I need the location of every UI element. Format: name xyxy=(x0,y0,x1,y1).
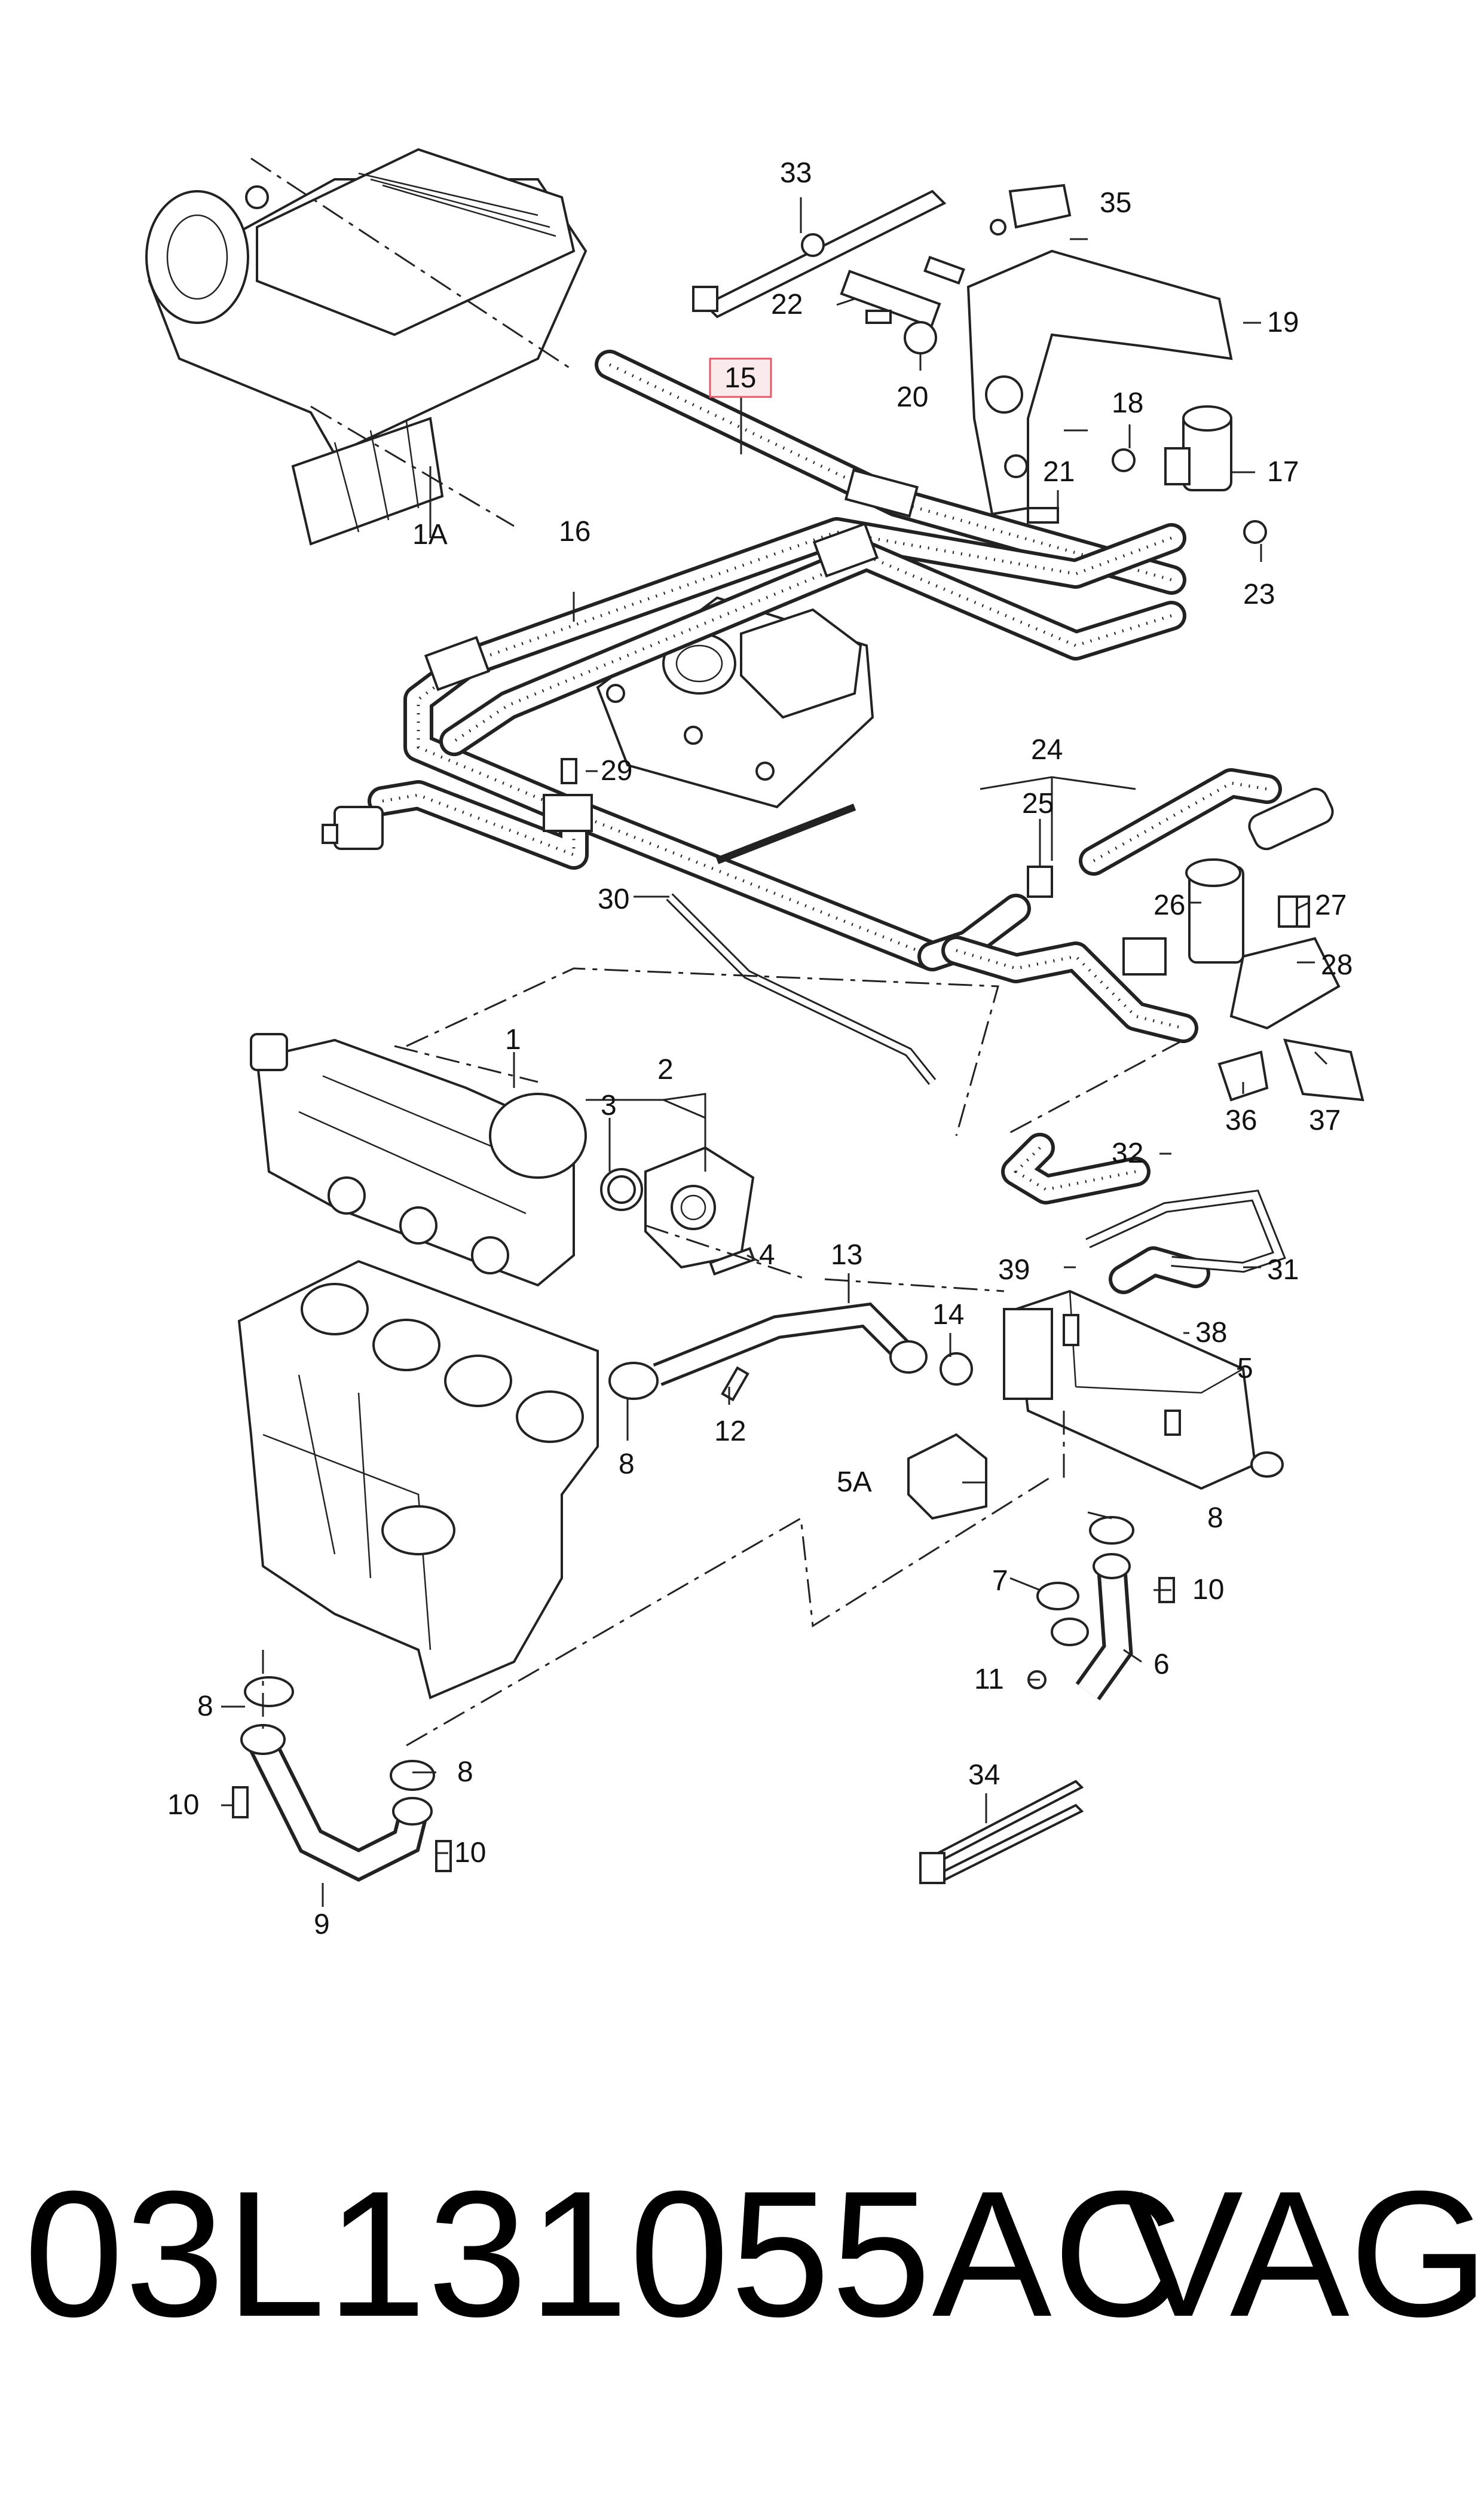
callout-10-cooler: 10 xyxy=(1192,1574,1224,1606)
callout-28: 28 xyxy=(1321,949,1353,981)
callout-20: 20 xyxy=(896,381,928,413)
callout-12: 12 xyxy=(714,1416,746,1447)
callout-21: 21 xyxy=(1043,456,1075,488)
callout-17: 17 xyxy=(1267,456,1299,488)
cylinder-head-cover xyxy=(596,596,874,809)
air-filter-housing xyxy=(145,148,588,546)
callout-18: 18 xyxy=(1112,387,1143,419)
callout-8-cooler: 8 xyxy=(1207,1502,1223,1534)
callout-6: 6 xyxy=(1153,1649,1170,1680)
vacuum-reservoir xyxy=(322,806,384,850)
callout-15: 15 xyxy=(724,362,756,394)
callout-16: 16 xyxy=(559,516,590,548)
callout-13: 13 xyxy=(831,1239,862,1271)
clip-35 xyxy=(990,184,1072,236)
callout-7: 7 xyxy=(992,1565,1008,1597)
callout-22: 22 xyxy=(771,289,803,320)
vacuum-hose-network xyxy=(368,350,1282,1294)
callout-31: 31 xyxy=(1267,1254,1299,1286)
callout-14: 14 xyxy=(932,1299,964,1331)
engine-block xyxy=(237,1259,599,1699)
callout-9: 9 xyxy=(314,1909,330,1940)
callout-11: 11 xyxy=(974,1664,1004,1695)
intake-manifold xyxy=(250,1033,587,1287)
vacuum-pipe-31 xyxy=(1085,1190,1286,1273)
callout-5A: 5A xyxy=(837,1466,872,1498)
callout-1A: 1A xyxy=(412,519,448,551)
callout-26: 26 xyxy=(1153,889,1185,921)
callout-30: 30 xyxy=(598,883,629,915)
callout-35: 35 xyxy=(1100,187,1131,219)
solenoid-valve-17 xyxy=(1027,405,1267,544)
callout-27: 27 xyxy=(1315,889,1347,921)
callout-8-pipe9: 8 xyxy=(457,1756,473,1788)
bracket-5A xyxy=(907,1433,987,1520)
egr-pipe-6 xyxy=(1027,1516,1175,1701)
cable-tie-34 xyxy=(919,1780,1084,1885)
brand-label: VAG xyxy=(1124,2153,1484,2354)
callout-8-egr-pipe: 8 xyxy=(619,1448,635,1480)
callout-38: 38 xyxy=(1195,1317,1227,1349)
callout-39: 39 xyxy=(998,1254,1030,1286)
callout-15-highlight xyxy=(709,357,772,398)
callout-3: 3 xyxy=(601,1090,617,1121)
bolt-22-grommet-20 xyxy=(840,255,965,354)
callout-33: 33 xyxy=(780,157,812,189)
callout-34: 34 xyxy=(968,1759,1000,1791)
callout-19: 19 xyxy=(1267,307,1299,338)
callout-10-right: 10 xyxy=(454,1837,486,1869)
brackets-28-36-37 xyxy=(1217,895,1364,1102)
dash-dot-leaders xyxy=(250,157,1184,1747)
callout-25: 25 xyxy=(1022,788,1054,820)
callout-5: 5 xyxy=(1237,1353,1253,1384)
egr-pipe-9 xyxy=(232,1676,452,1882)
leader-lines xyxy=(221,197,1328,1907)
callout-32: 32 xyxy=(1112,1138,1143,1169)
callout-10-left: 10 xyxy=(167,1789,199,1821)
callout-8-block: 8 xyxy=(197,1690,213,1722)
bracket-19 xyxy=(966,249,1233,516)
throttle-body-2 xyxy=(600,1146,755,1276)
part-number-label: 03L131055AC xyxy=(24,2153,1184,2354)
callout-labels: 1A 16 15 33 35 22 19 20 18 17 21 23 29 2… xyxy=(167,157,1353,1940)
callout-36: 36 xyxy=(1225,1105,1257,1136)
vacuum-pipe-30 xyxy=(666,803,937,1085)
egr-pipe-13 xyxy=(608,1302,973,1402)
egr-cooler-5 xyxy=(1003,1289,1284,1490)
callout-1: 1 xyxy=(505,1024,521,1056)
callout-29: 29 xyxy=(601,755,632,787)
callout-24: 24 xyxy=(1031,734,1063,766)
bolt-29 xyxy=(561,758,577,784)
callout-4: 4 xyxy=(759,1239,775,1271)
callout-23: 23 xyxy=(1243,579,1275,610)
callout-2: 2 xyxy=(657,1054,674,1086)
cable-tie-33 xyxy=(692,189,947,319)
callout-37: 37 xyxy=(1309,1105,1341,1136)
